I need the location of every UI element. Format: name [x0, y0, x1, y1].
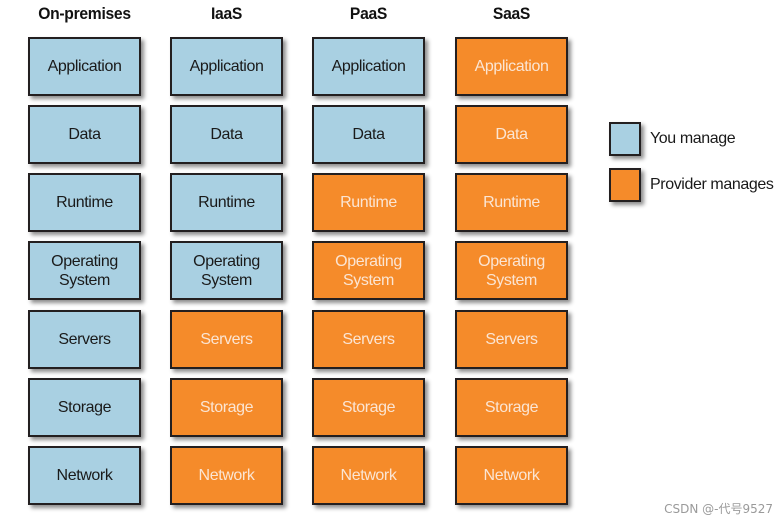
- layer-cell-data: Data: [170, 105, 283, 164]
- layer-cell-runtime: Runtime: [455, 173, 568, 232]
- layer-cell-network: Network: [28, 446, 141, 505]
- legend-swatch-you-manage: [609, 122, 641, 156]
- layer-cell-runtime: Runtime: [312, 173, 425, 232]
- layer-cell-operating-system: Operating System: [455, 241, 568, 300]
- layer-cell-storage: Storage: [455, 378, 568, 437]
- layer-cell-application: Application: [312, 37, 425, 96]
- layer-cell-storage: Storage: [28, 378, 141, 437]
- layer-cell-operating-system: Operating System: [170, 241, 283, 300]
- layer-cell-application: Application: [170, 37, 283, 96]
- column-header-iaas: IaaS: [210, 4, 243, 23]
- legend-label-you-manage: You manage: [650, 130, 736, 147]
- layer-cell-runtime: Runtime: [170, 173, 283, 232]
- layer-cell-operating-system: Operating System: [312, 241, 425, 300]
- legend-swatch-provider-manages: [609, 168, 641, 202]
- layer-cell-operating-system: Operating System: [28, 241, 141, 300]
- layer-cell-application: Application: [455, 37, 568, 96]
- layer-cell-application: Application: [28, 37, 141, 96]
- layer-cell-network: Network: [170, 446, 283, 505]
- layer-cell-servers: Servers: [312, 310, 425, 369]
- layer-cell-servers: Servers: [28, 310, 141, 369]
- column-header-saas: SaaS: [492, 4, 531, 23]
- layer-cell-storage: Storage: [312, 378, 425, 437]
- layer-cell-runtime: Runtime: [28, 173, 141, 232]
- layer-cell-storage: Storage: [170, 378, 283, 437]
- layer-cell-servers: Servers: [170, 310, 283, 369]
- column-header-on-premises: On-premises: [38, 4, 131, 23]
- layer-cell-data: Data: [312, 105, 425, 164]
- layer-cell-servers: Servers: [455, 310, 568, 369]
- column-header-paas: PaaS: [349, 4, 388, 23]
- legend-label-provider-manages: Provider manages: [650, 176, 774, 193]
- layer-cell-data: Data: [28, 105, 141, 164]
- watermark: CSDN @-代号9527: [664, 502, 773, 516]
- layer-cell-network: Network: [455, 446, 568, 505]
- layer-cell-data: Data: [455, 105, 568, 164]
- layer-cell-network: Network: [312, 446, 425, 505]
